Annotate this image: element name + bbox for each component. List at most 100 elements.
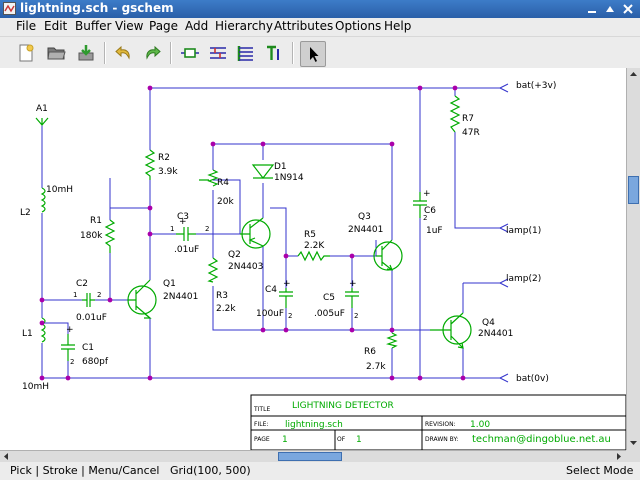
q1-ref: Q1 bbox=[163, 279, 176, 289]
r1-value: 180k bbox=[80, 231, 103, 241]
close-icon bbox=[623, 4, 633, 14]
c5-value: .005uF bbox=[314, 309, 345, 319]
l2-ref: L2 bbox=[20, 208, 31, 218]
folder-icon bbox=[47, 47, 66, 60]
menu-add[interactable]: Add bbox=[185, 19, 209, 33]
toolbar bbox=[0, 36, 640, 70]
vertical-scroll-thumb[interactable] bbox=[628, 176, 639, 204]
q4-ref: Q4 bbox=[482, 318, 495, 328]
r2-ref: R2 bbox=[158, 153, 170, 163]
save-icon bbox=[78, 45, 94, 61]
c6-ref: C6 bbox=[424, 206, 436, 216]
tb-file-label: FILE: bbox=[254, 421, 268, 428]
r2-value: 3.9k bbox=[158, 167, 178, 177]
c5-pin2: 2 bbox=[354, 312, 358, 320]
menu-page[interactable]: Page bbox=[149, 19, 179, 33]
c2-value: 0.01uF bbox=[76, 313, 107, 323]
c3-pin2: 2 bbox=[205, 225, 209, 233]
c1-value: 680pf bbox=[82, 357, 109, 367]
window-title: lightning.sch - gschem bbox=[20, 1, 174, 15]
add-text-button[interactable] bbox=[262, 41, 286, 65]
c4-value: 100uF bbox=[256, 309, 284, 319]
tb-drawn-label: DRAWN BY: bbox=[425, 436, 458, 443]
scroll-up-icon[interactable] bbox=[627, 68, 640, 81]
menu-hierarchy[interactable]: Hierarchy bbox=[215, 19, 274, 33]
q1-value: 2N4401 bbox=[163, 292, 198, 302]
r7-ref: R7 bbox=[462, 114, 474, 124]
maximize-button[interactable] bbox=[603, 2, 617, 16]
tb-drawn-by: techman@dingoblue.net.au bbox=[472, 434, 611, 445]
menu-edit[interactable]: Edit bbox=[44, 19, 68, 33]
c2-pin2: 2 bbox=[97, 291, 101, 299]
tb-file: lightning.sch bbox=[285, 420, 343, 430]
menu-help[interactable]: Help bbox=[384, 19, 412, 33]
c5-plus: + bbox=[349, 279, 357, 289]
q4-value: 2N4401 bbox=[478, 329, 513, 339]
schematic-drawing: bat(+3v) lamp(1) lamp(2) bat(0v) bbox=[20, 81, 626, 450]
port-lamp1: lamp(1) bbox=[506, 226, 541, 236]
l1-value: 10mH bbox=[22, 382, 49, 392]
maximize-icon bbox=[606, 6, 614, 12]
component-icon bbox=[181, 48, 199, 58]
app-icon bbox=[3, 2, 16, 15]
c3-pin1: 1 bbox=[170, 225, 174, 233]
menu-options[interactable]: Options bbox=[335, 19, 382, 33]
redo-button[interactable] bbox=[140, 41, 164, 65]
scroll-left-icon[interactable] bbox=[0, 451, 12, 462]
tb-page: 1 bbox=[282, 435, 288, 445]
net-icon bbox=[210, 47, 226, 59]
select-mode-button[interactable] bbox=[300, 41, 326, 67]
q3-ref: Q3 bbox=[358, 212, 371, 222]
status-grid: Grid(100, 500) bbox=[170, 464, 251, 477]
horizontal-scroll-thumb[interactable] bbox=[278, 452, 342, 461]
tb-of-label: OF bbox=[337, 436, 346, 443]
r6-value: 2.7k bbox=[366, 362, 386, 372]
menu-buffer[interactable]: Buffer bbox=[75, 19, 112, 33]
c4-ref: C4 bbox=[265, 285, 277, 295]
menu-attributes[interactable]: Attributes bbox=[274, 19, 334, 33]
l1-ref: L1 bbox=[22, 329, 33, 339]
c1-ref: C1 bbox=[82, 343, 94, 353]
minimize-button[interactable] bbox=[585, 2, 599, 16]
r5-ref: R5 bbox=[304, 230, 316, 240]
menu-bar: File Edit Buffer View Page Add Hierarchy… bbox=[0, 18, 640, 36]
open-file-button[interactable] bbox=[44, 41, 68, 65]
vertical-scrollbar[interactable] bbox=[626, 68, 640, 450]
menu-file[interactable]: File bbox=[16, 19, 37, 33]
c4-plus: + bbox=[283, 279, 291, 289]
tb-title-label: TITLE bbox=[253, 406, 270, 413]
tb-revision: 1.00 bbox=[470, 420, 490, 430]
add-bus-button[interactable] bbox=[234, 41, 258, 65]
q3-value: 2N4401 bbox=[348, 225, 383, 235]
tb-page-label: PAGE bbox=[254, 436, 270, 443]
text-icon bbox=[267, 45, 279, 60]
minimize-icon bbox=[588, 11, 596, 13]
add-component-button[interactable] bbox=[178, 41, 202, 65]
schematic-canvas[interactable]: bat(+3v) lamp(1) lamp(2) bat(0v) bbox=[0, 68, 626, 450]
pointer-icon bbox=[310, 47, 319, 62]
scroll-corner bbox=[626, 450, 640, 462]
status-mode: Select Mode bbox=[566, 464, 634, 477]
nets bbox=[41, 87, 500, 379]
horizontal-scrollbar[interactable] bbox=[0, 450, 626, 462]
undo-icon bbox=[115, 45, 130, 60]
bus-icon bbox=[237, 46, 253, 61]
c5-ref: C5 bbox=[323, 293, 335, 303]
new-file-button[interactable] bbox=[14, 41, 38, 65]
undo-button[interactable] bbox=[112, 41, 136, 65]
c1-plus: + bbox=[66, 325, 74, 335]
scroll-down-icon[interactable] bbox=[627, 436, 640, 449]
c6-plus: + bbox=[423, 189, 431, 199]
add-net-button[interactable] bbox=[206, 41, 230, 65]
r1-ref: R1 bbox=[90, 216, 102, 226]
close-button[interactable] bbox=[621, 2, 635, 16]
menu-view[interactable]: View bbox=[115, 19, 144, 33]
tb-of: 1 bbox=[356, 435, 362, 445]
c6-value: 1uF bbox=[426, 226, 443, 236]
status-bar: Pick | Stroke | Menu/Cancel Grid(100, 50… bbox=[0, 462, 640, 480]
r3-value: 2.2k bbox=[216, 304, 236, 314]
save-file-button[interactable] bbox=[74, 41, 98, 65]
a1-ref: A1 bbox=[36, 104, 48, 114]
c3-value: .01uF bbox=[174, 245, 199, 255]
scroll-right-icon[interactable] bbox=[613, 451, 625, 462]
